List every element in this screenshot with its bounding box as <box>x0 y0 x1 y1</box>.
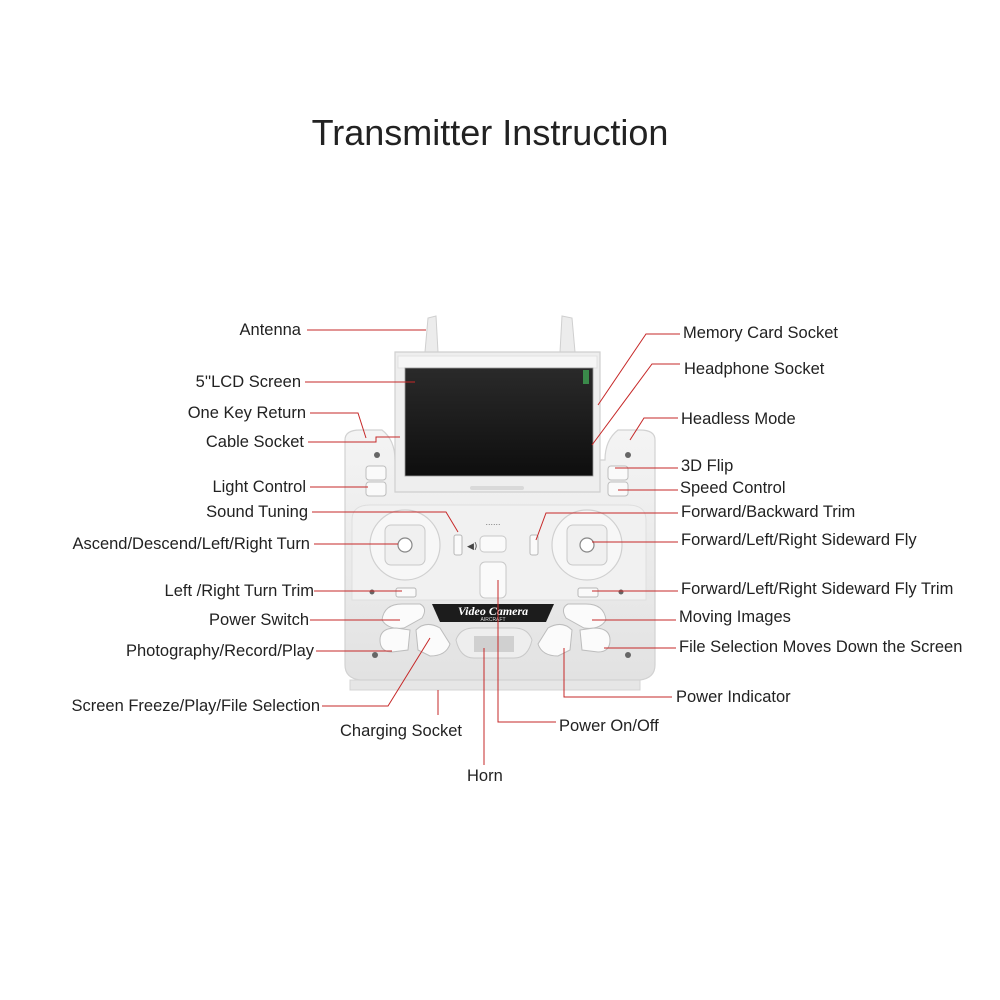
svg-text:◀): ◀) <box>467 542 477 552</box>
label-power-indicator: Power Indicator <box>676 688 791 706</box>
antenna-left <box>424 315 439 353</box>
right-function-buttons <box>537 603 611 657</box>
page-title: Transmitter Instruction <box>311 112 669 153</box>
label-power-on-off: Power On/Off <box>559 717 659 735</box>
label-speed-control: Speed Control <box>680 479 786 497</box>
left-function-buttons <box>379 603 451 657</box>
light-control-buttons <box>365 465 387 497</box>
label-sound-tuning: Sound Tuning <box>206 503 308 521</box>
logo-main: Video Camera <box>458 604 528 618</box>
label-ascend-descend: Ascend/Descend/Left/Right Turn <box>72 535 310 553</box>
label-fwd-back-trim: Forward/Backward Trim <box>681 503 856 521</box>
leader-lines-right <box>535 333 680 649</box>
label-horn: Horn <box>467 767 503 785</box>
label-turn-trim: Left /Right Turn Trim <box>164 582 314 600</box>
lcd-housing <box>394 351 601 493</box>
label-charging-socket: Charging Socket <box>340 722 462 740</box>
label-screen-freeze: Screen Freeze/Play/File Selection <box>71 697 320 715</box>
left-stick <box>369 509 441 581</box>
label-antenna: Antenna <box>239 321 301 339</box>
speed-control-buttons <box>607 465 629 497</box>
label-moving-images: Moving Images <box>679 608 791 626</box>
label-memory-card: Memory Card Socket <box>683 324 838 342</box>
label-headless: Headless Mode <box>681 410 796 428</box>
label-headphone: Headphone Socket <box>684 360 825 378</box>
antenna-right <box>559 315 576 353</box>
label-3d-flip: 3D Flip <box>681 457 734 475</box>
logo-plate <box>432 604 554 622</box>
label-cable-socket: Cable Socket <box>205 433 304 451</box>
svg-text:......: ...... <box>485 517 500 527</box>
leader-lines <box>305 329 672 765</box>
label-sideward-fly: Forward/Left/Right Sideward Fly <box>681 531 917 549</box>
right-stick <box>551 509 623 581</box>
center-controls: ...... ◀) <box>395 517 599 599</box>
logo-sub: AIRCRAFT <box>481 617 506 623</box>
label-file-down: File Selection Moves Down the Screen <box>679 638 963 656</box>
label-photography: Photography/Record/Play <box>125 642 314 660</box>
label-lcd-screen: 5''LCD Screen <box>195 373 301 391</box>
label-power-switch: Power Switch <box>209 611 309 629</box>
label-one-key-return: One Key Return <box>187 404 306 422</box>
horn-speaker <box>455 627 533 659</box>
label-light-control: Light Control <box>212 478 306 496</box>
label-sideward-trim: Forward/Left/Right Sideward Fly Trim <box>681 580 954 598</box>
lcd-screen <box>404 367 594 477</box>
